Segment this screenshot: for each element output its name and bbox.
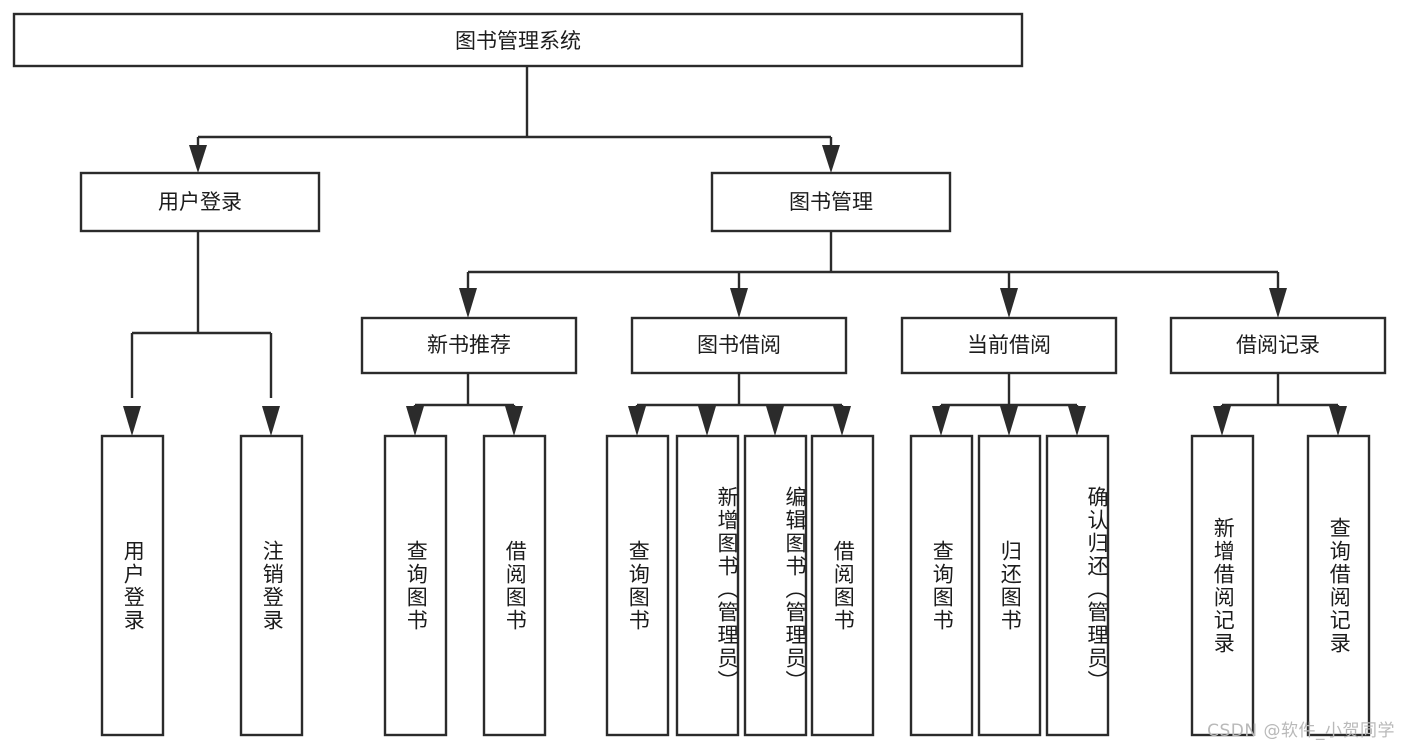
leaf-box-current-borrow-2[interactable]: [977, 434, 1042, 737]
arrow-bookmgmt-child-3: [1000, 288, 1018, 318]
node-current-borrow-label: 当前借阅: [967, 333, 1051, 357]
node-root-label: 图书管理系统: [455, 29, 581, 53]
connector-group-bookmgmt: [459, 231, 1287, 318]
node-user-login-box[interactable]: [79, 171, 321, 233]
node-borrow-record-label: 借阅记录: [1236, 333, 1320, 357]
node-user-login-label: 用户登录: [158, 190, 242, 214]
arrow-bookmgmt-child-2: [730, 288, 748, 318]
leaf-box-borrow-record-2[interactable]: [1306, 434, 1371, 737]
node-current-borrow-box[interactable]: [900, 316, 1118, 375]
connector-group-currentborrow: [932, 373, 1086, 436]
leaf-box-new-book-1[interactable]: [383, 434, 448, 737]
leaf-box-current-borrow-3[interactable]: [1045, 434, 1110, 737]
node-new-book-recommend-box[interactable]: [360, 316, 578, 375]
connector-group-userlogin: [123, 231, 280, 436]
node-new-book-recommend[interactable]: 新书推荐: [360, 316, 578, 375]
arrow-bookborrow-leaf-2: [698, 406, 716, 436]
node-borrow-record[interactable]: 借阅记录: [1169, 316, 1387, 375]
node-book-borrow[interactable]: 图书借阅: [630, 316, 848, 375]
arrow-borrowrecord-leaf-2: [1329, 406, 1347, 436]
arrow-newbook-leaf-2: [505, 406, 523, 436]
leaf-box-new-book-2[interactable]: [482, 434, 547, 737]
arrow-bookborrow-leaf-4: [833, 406, 851, 436]
arrow-borrowrecord-leaf-1: [1213, 406, 1231, 436]
arrow-currentborrow-leaf-2: [1000, 406, 1018, 436]
node-book-management-box[interactable]: [710, 171, 952, 233]
leaf-box-book-borrow-3[interactable]: [743, 434, 808, 737]
node-book-management-label: 图书管理: [789, 190, 873, 214]
arrow-bookmgmt-child-1: [459, 288, 477, 318]
arrow-userlogin-leaf-2: [262, 406, 280, 436]
arrow-currentborrow-leaf-1: [932, 406, 950, 436]
node-root-box[interactable]: [12, 12, 1024, 68]
connector-group-root: [189, 66, 840, 173]
node-book-borrow-label: 图书借阅: [697, 333, 781, 357]
leaf-box-book-borrow-2[interactable]: [675, 434, 740, 737]
arrow-newbook-leaf-1: [406, 406, 424, 436]
leaf-box-borrow-record-1[interactable]: [1190, 434, 1255, 737]
connector-group-borrowrecord: [1213, 373, 1347, 436]
connector-group-newbook: [406, 373, 523, 436]
arrow-root-to-bookmgmt: [822, 145, 840, 173]
node-current-borrow[interactable]: 当前借阅: [900, 316, 1118, 375]
arrow-bookborrow-leaf-3: [766, 406, 784, 436]
node-new-book-recommend-label: 新书推荐: [427, 333, 511, 357]
node-borrow-record-box[interactable]: [1169, 316, 1387, 375]
leaf-box-book-borrow-1[interactable]: [605, 434, 670, 737]
arrow-bookmgmt-child-4: [1269, 288, 1287, 318]
arrow-root-to-userlogin: [189, 145, 207, 173]
csdn-watermark: CSDN @软件_小贺同学: [1207, 721, 1395, 741]
leaf-box-user-login-2[interactable]: [239, 434, 304, 737]
leaf-box-user-login-1[interactable]: [100, 434, 165, 737]
node-book-management[interactable]: 图书管理: [710, 171, 952, 233]
node-book-borrow-box[interactable]: [630, 316, 848, 375]
leaf-box-book-borrow-4[interactable]: [810, 434, 875, 737]
arrow-bookborrow-leaf-1: [628, 406, 646, 436]
arrow-currentborrow-leaf-3: [1068, 406, 1086, 436]
leaf-box-current-borrow-1[interactable]: [909, 434, 974, 737]
node-user-login[interactable]: 用户登录: [79, 171, 321, 233]
arrow-userlogin-leaf-1: [123, 406, 141, 436]
node-root[interactable]: 图书管理系统: [12, 12, 1024, 68]
connector-group-bookborrow: [628, 373, 851, 436]
